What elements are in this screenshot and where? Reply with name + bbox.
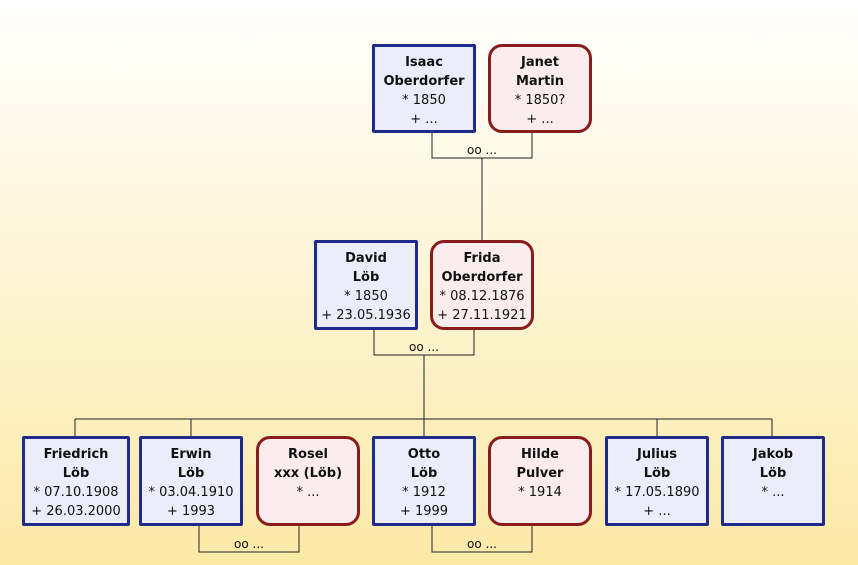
person-otto[interactable]: Otto Löb * 1912 + 1999 <box>372 436 476 526</box>
person-birth: * 1912 <box>402 485 446 500</box>
person-first-name: Jakob <box>752 447 794 462</box>
person-death: + ... <box>410 112 438 127</box>
person-birth: * 1850 <box>402 93 446 108</box>
person-birth: * 03.04.1910 <box>148 485 234 500</box>
person-last-name: Löb <box>759 466 787 481</box>
person-last-name: Martin <box>515 74 565 89</box>
person-first-name: Frida <box>463 251 501 266</box>
marriage-label-isaac-janet: oo ... <box>467 143 497 157</box>
person-birth: * 07.10.1908 <box>33 485 119 500</box>
person-first-name: David <box>345 251 387 266</box>
person-death: + 1999 <box>399 504 449 519</box>
person-rosel[interactable]: Rosel xxx (Löb) * ... <box>256 436 360 526</box>
person-first-name: Hilde <box>521 447 559 462</box>
person-birth: * 1850? <box>514 93 566 108</box>
person-death: + 26.03.2000 <box>31 504 121 519</box>
person-birth: * ... <box>761 485 785 500</box>
person-last-name: Löb <box>352 270 380 285</box>
person-last-name: Pulver <box>516 466 564 481</box>
person-first-name: Julius <box>637 447 677 462</box>
person-last-name: Löb <box>177 466 205 481</box>
person-first-name: Janet <box>521 55 559 70</box>
person-birth: * 08.12.1876 <box>439 289 525 304</box>
person-death: + ... <box>526 112 554 127</box>
person-birth: * ... <box>296 485 320 500</box>
person-first-name: Isaac <box>405 55 443 70</box>
person-first-name: Friedrich <box>43 447 109 462</box>
person-jakob[interactable]: Jakob Löb * ... <box>721 436 825 526</box>
person-death: + 27.11.1921 <box>437 308 527 323</box>
person-friedrich[interactable]: Friedrich Löb * 07.10.1908 + 26.03.2000 <box>22 436 130 526</box>
person-first-name: Rosel <box>288 447 328 462</box>
person-first-name: Otto <box>407 447 441 462</box>
person-janet[interactable]: Janet Martin * 1850? + ... <box>488 44 592 133</box>
marriage-label-david-frida: oo ... <box>409 340 439 354</box>
person-death: + 23.05.1936 <box>321 308 411 323</box>
person-frida[interactable]: Frida Oberdorfer * 08.12.1876 + 27.11.19… <box>430 240 534 330</box>
person-isaac[interactable]: Isaac Oberdorfer * 1850 + ... <box>372 44 476 133</box>
person-julius[interactable]: Julius Löb * 17.05.1890 + ... <box>605 436 709 526</box>
person-erwin[interactable]: Erwin Löb * 03.04.1910 + 1993 <box>139 436 243 526</box>
person-last-name: Oberdorfer <box>441 270 523 285</box>
person-last-name: Löb <box>410 466 438 481</box>
person-last-name: xxx (Löb) <box>273 466 343 481</box>
person-death: + 1993 <box>166 504 216 519</box>
person-birth: * 1850 <box>344 289 388 304</box>
person-hilde[interactable]: Hilde Pulver * 1914 <box>488 436 592 526</box>
marriage-label-otto-hilde: oo ... <box>467 537 497 551</box>
person-death: + ... <box>643 504 671 519</box>
person-first-name: Erwin <box>170 447 212 462</box>
person-birth: * 1914 <box>518 485 562 500</box>
marriage-label-erwin-rosel: oo ... <box>234 537 264 551</box>
person-david[interactable]: David Löb * 1850 + 23.05.1936 <box>314 240 418 330</box>
person-birth: * 17.05.1890 <box>614 485 700 500</box>
person-last-name: Oberdorfer <box>383 74 465 89</box>
person-last-name: Löb <box>62 466 90 481</box>
person-last-name: Löb <box>643 466 671 481</box>
